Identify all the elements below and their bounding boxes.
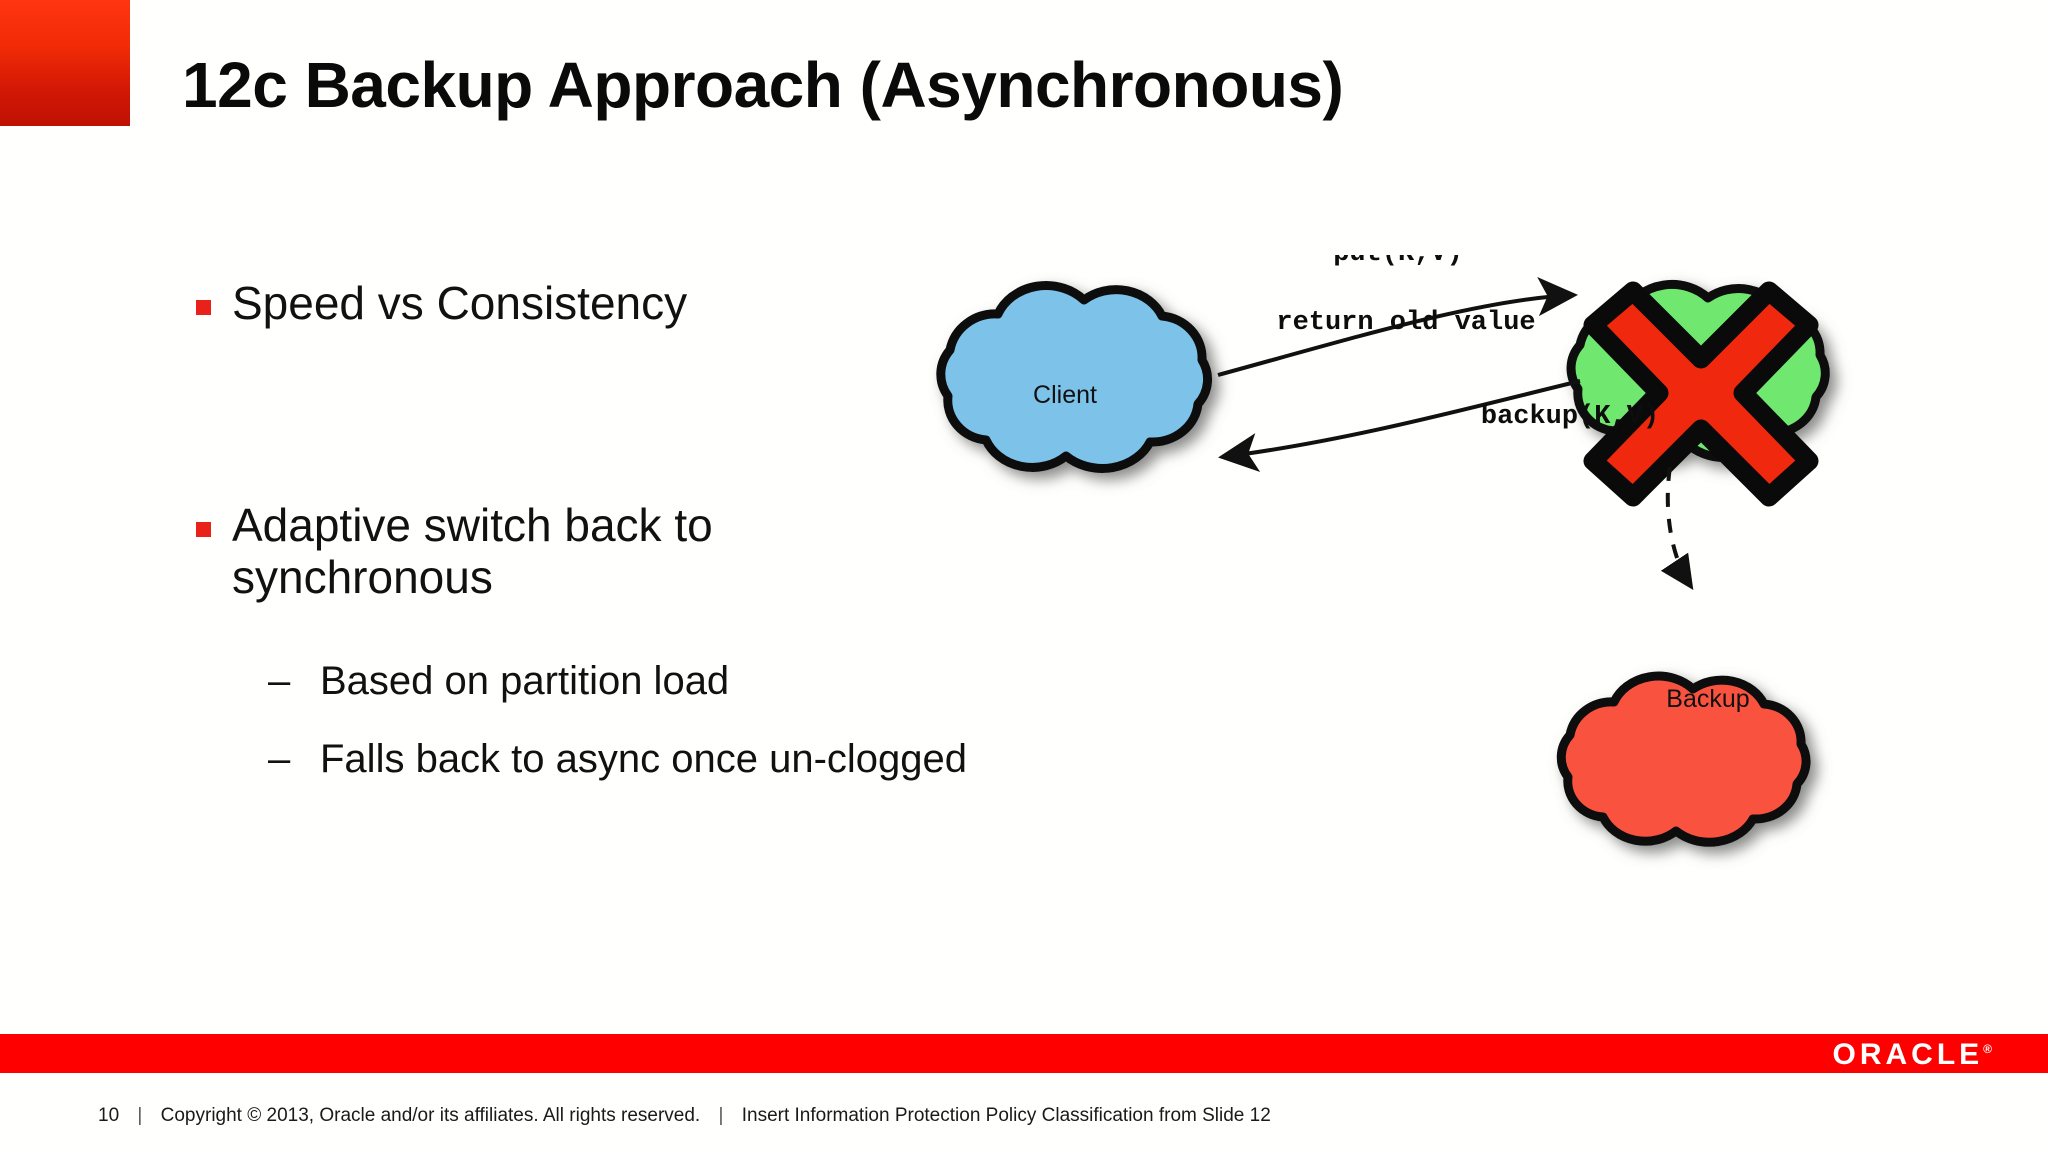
- oracle-logo-text: ORACLE: [1832, 1038, 1984, 1071]
- en-dash-icon: –: [268, 737, 291, 781]
- footer-separator-1: |: [137, 1105, 143, 1126]
- edge-return-label: return old value: [1276, 308, 1535, 338]
- copyright-text: Copyright © 2013, Oracle and/or its affi…: [160, 1105, 701, 1126]
- bullet-marker-icon: [196, 300, 211, 315]
- oracle-logo: ORACLE®: [1832, 1038, 1992, 1072]
- bullet-item-adaptive-switch-back: Adaptive switch back to synchronous: [196, 499, 872, 603]
- client-cloud-label: Client: [1033, 381, 1097, 409]
- edge-backup-label: backup(K,V): [1481, 402, 1659, 432]
- backup-cloud-label: Backup: [1666, 685, 1749, 713]
- failure-x-icon: [1583, 281, 1819, 507]
- bullet-item-speed-vs-consistency: Speed vs Consistency: [196, 277, 688, 330]
- slide-number: 10: [98, 1105, 120, 1126]
- edge-put-label: put(K,V): [1333, 255, 1463, 269]
- client-cloud-node: [936, 281, 1213, 473]
- edge-return-arrow: [1218, 379, 1581, 472]
- en-dash-icon: –: [268, 659, 291, 703]
- backup-cloud-node: [1556, 671, 1811, 847]
- footer: 10 | Copyright © 2013, Oracle and/or its…: [98, 1105, 1271, 1127]
- bullet-label: Speed vs Consistency: [232, 277, 688, 329]
- backup-flow-diagram: Client Backup put(K,V) return old value …: [880, 255, 1900, 905]
- classification-text: Insert Information Protection Policy Cla…: [741, 1105, 1271, 1126]
- sub-bullet-item-partition-load: – Based on partition load: [264, 658, 729, 704]
- bullet-marker-icon: [196, 522, 211, 537]
- sub-bullet-item-falls-back-async: – Falls back to async once un-clogged: [264, 736, 967, 782]
- sub-bullet-label: Falls back to async once un-clogged: [320, 737, 968, 781]
- footer-accent-bar: [0, 1034, 2048, 1073]
- bullet-label: Adaptive switch back to synchronous: [232, 499, 713, 603]
- footer-separator-2: |: [718, 1105, 724, 1126]
- corner-accent-block: [0, 0, 130, 126]
- page-title: 12c Backup Approach (Asynchronous): [182, 49, 1344, 121]
- registered-trademark-icon: ®: [1983, 1042, 1992, 1056]
- sub-bullet-label: Based on partition load: [320, 659, 730, 703]
- edge-put-arrow: [1217, 276, 1578, 377]
- edge-backup-arrow: [1660, 466, 1694, 590]
